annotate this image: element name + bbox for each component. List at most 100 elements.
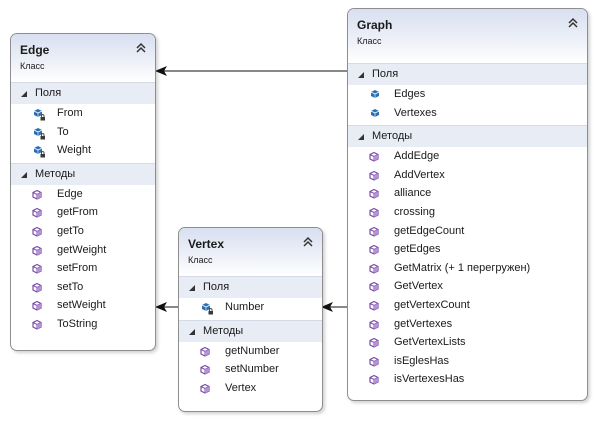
double-chevron-up-icon[interactable]	[302, 236, 314, 248]
method-item[interactable]: setTo	[11, 279, 155, 298]
method-cube-icon	[369, 375, 379, 385]
member-name: setFrom	[57, 262, 98, 275]
member-name: getTo	[57, 224, 84, 237]
triangle-down-icon[interactable]	[188, 328, 196, 336]
method-item[interactable]: setNumber	[179, 361, 322, 380]
triangle-down-icon[interactable]	[357, 133, 365, 141]
triangle-down-icon[interactable]	[188, 284, 196, 292]
method-cube-icon	[32, 189, 42, 200]
section-title: Методы	[203, 324, 244, 337]
member-name: getVertexCount	[394, 298, 470, 311]
class-name: Edge	[20, 43, 50, 57]
field-item[interactable]: Weight	[11, 142, 155, 161]
method-cube-icon	[369, 226, 379, 237]
field-icon	[370, 108, 380, 117]
member-name: isVertexesHas	[394, 373, 465, 386]
field-item[interactable]: Vertexes	[348, 105, 587, 124]
member-name: crossing	[394, 205, 435, 218]
member-name: Edge	[57, 187, 83, 200]
method-item[interactable]: getNumber	[179, 343, 322, 362]
field-icon	[370, 90, 380, 98]
class-header: Vertex Класс	[179, 228, 322, 276]
method-item[interactable]: isEglesHas	[348, 353, 587, 372]
method-cube-icon	[32, 245, 42, 256]
method-cube-icon	[369, 337, 379, 348]
method-cube-icon	[369, 244, 379, 255]
fields-section-header[interactable]: Поля	[348, 63, 587, 85]
class-kind: Класс	[20, 61, 45, 71]
triangle-down-icon[interactable]	[20, 171, 28, 179]
method-cube-icon	[369, 207, 379, 218]
method-item[interactable]: GetVertex	[348, 278, 587, 297]
method-cube-icon	[369, 263, 379, 274]
method-item[interactable]: getWeight	[11, 242, 155, 261]
method-item[interactable]: GetMatrix (+ 1 перегружен)	[348, 260, 587, 279]
double-chevron-up-icon[interactable]	[135, 42, 147, 54]
method-item[interactable]: getEdgeCount	[348, 223, 587, 242]
method-cube-icon	[32, 301, 42, 312]
methods-section-header[interactable]: Методы	[179, 319, 322, 342]
class-box-vertex[interactable]: Vertex Класс Поля Number Методы getNumbe…	[178, 227, 323, 412]
method-item[interactable]: Vertex	[179, 380, 322, 399]
member-name: AddEdge	[394, 150, 440, 163]
method-item[interactable]: AddVertex	[348, 167, 587, 186]
method-item[interactable]: GetVertexLists	[348, 334, 587, 353]
member-name: alliance	[394, 187, 432, 200]
field-item[interactable]: Number	[179, 299, 322, 318]
private-field-icon	[33, 146, 45, 158]
member-name: getEdges	[394, 243, 441, 256]
class-name: Graph	[357, 18, 393, 32]
triangle-down-icon[interactable]	[20, 90, 28, 98]
triangle-down-icon[interactable]	[357, 71, 365, 79]
method-cube-icon	[369, 319, 379, 330]
methods-section-header[interactable]: Методы	[348, 125, 587, 148]
method-item[interactable]: Edge	[11, 186, 155, 205]
method-cube-icon	[32, 226, 42, 237]
method-item[interactable]: crossing	[348, 204, 587, 223]
member-name: From	[57, 107, 83, 119]
method-cube-icon	[32, 263, 42, 274]
member-name: getEdgeCount	[394, 224, 465, 237]
class-kind: Класс	[188, 255, 213, 265]
methods-section-header[interactable]: Методы	[11, 162, 155, 185]
method-cube-icon	[200, 383, 210, 394]
class-header: Graph Класс	[348, 9, 587, 63]
method-item[interactable]: getVertexes	[348, 316, 587, 335]
double-chevron-up-icon[interactable]	[567, 17, 579, 29]
section-title: Поля	[203, 281, 230, 293]
field-item[interactable]: To	[11, 124, 155, 143]
field-list: Number	[179, 298, 322, 320]
method-item[interactable]: getTo	[11, 223, 155, 242]
method-item[interactable]: getFrom	[11, 204, 155, 223]
member-name: Edges	[394, 88, 426, 100]
method-item[interactable]: setWeight	[11, 297, 155, 316]
method-item[interactable]: ToString	[11, 316, 155, 335]
method-item[interactable]: getEdges	[348, 241, 587, 260]
method-item[interactable]: AddEdge	[348, 148, 587, 167]
section-title: Методы	[35, 167, 76, 180]
method-item[interactable]: setFrom	[11, 260, 155, 279]
member-name: getNumber	[225, 344, 280, 357]
member-name: getVertexes	[394, 317, 453, 330]
section-title: Поля	[35, 87, 62, 99]
method-item[interactable]: alliance	[348, 185, 587, 204]
class-kind: Класс	[357, 36, 382, 46]
fields-section-header[interactable]: Поля	[179, 276, 322, 298]
private-field-icon	[33, 127, 45, 140]
method-cube-icon	[369, 170, 379, 181]
method-cube-icon	[369, 152, 379, 162]
field-item[interactable]: From	[11, 105, 155, 124]
method-cube-icon	[369, 300, 379, 311]
method-cube-icon	[369, 282, 379, 293]
field-item[interactable]: Edges	[348, 86, 587, 105]
fields-section-header[interactable]: Поля	[11, 82, 155, 104]
member-name: GetVertex	[394, 280, 443, 293]
method-item[interactable]: isVertexesHas	[348, 371, 587, 390]
member-name: GetVertexLists	[394, 336, 466, 349]
method-item[interactable]: getVertexCount	[348, 297, 587, 316]
